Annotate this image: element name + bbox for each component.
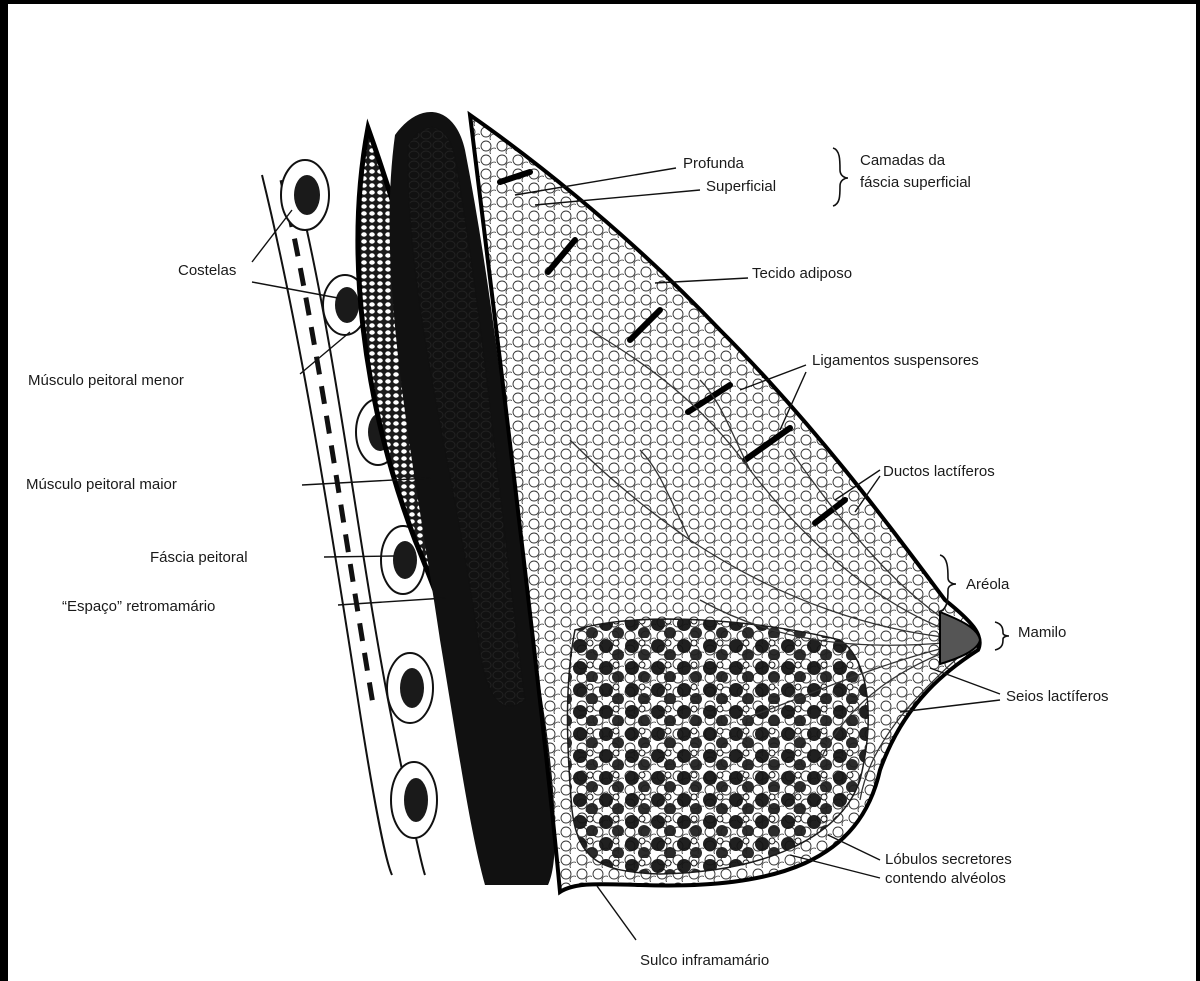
label-peitoral-menor: Músculo peitoral menor bbox=[28, 372, 184, 390]
label-lobulos-line1: Lóbulos secretores bbox=[885, 851, 1012, 869]
label-areola: Aréola bbox=[966, 576, 1009, 594]
label-ligamentos: Ligamentos suspensores bbox=[812, 352, 979, 370]
label-sulco: Sulco inframamário bbox=[640, 952, 769, 970]
label-tecido-adiposo: Tecido adiposo bbox=[752, 265, 852, 283]
nipple bbox=[940, 612, 980, 664]
label-profunda: Profunda bbox=[683, 155, 744, 173]
label-seios: Seios lactíferos bbox=[1006, 688, 1109, 706]
label-lobulos-line2: contendo alvéolos bbox=[885, 870, 1006, 888]
label-fascia-peitoral: Fáscia peitoral bbox=[150, 549, 248, 567]
label-mamilo: Mamilo bbox=[1018, 624, 1066, 642]
label-espaco: “Espaço” retromamário bbox=[62, 598, 215, 616]
label-ductos: Ductos lactíferos bbox=[883, 463, 995, 481]
label-peitoral-maior: Músculo peitoral maior bbox=[26, 476, 177, 494]
label-camadas-line2: fáscia superficial bbox=[860, 174, 971, 192]
label-costelas: Costelas bbox=[178, 262, 236, 280]
label-camadas-line1: Camadas da bbox=[860, 152, 945, 170]
label-superficial: Superficial bbox=[706, 178, 776, 196]
